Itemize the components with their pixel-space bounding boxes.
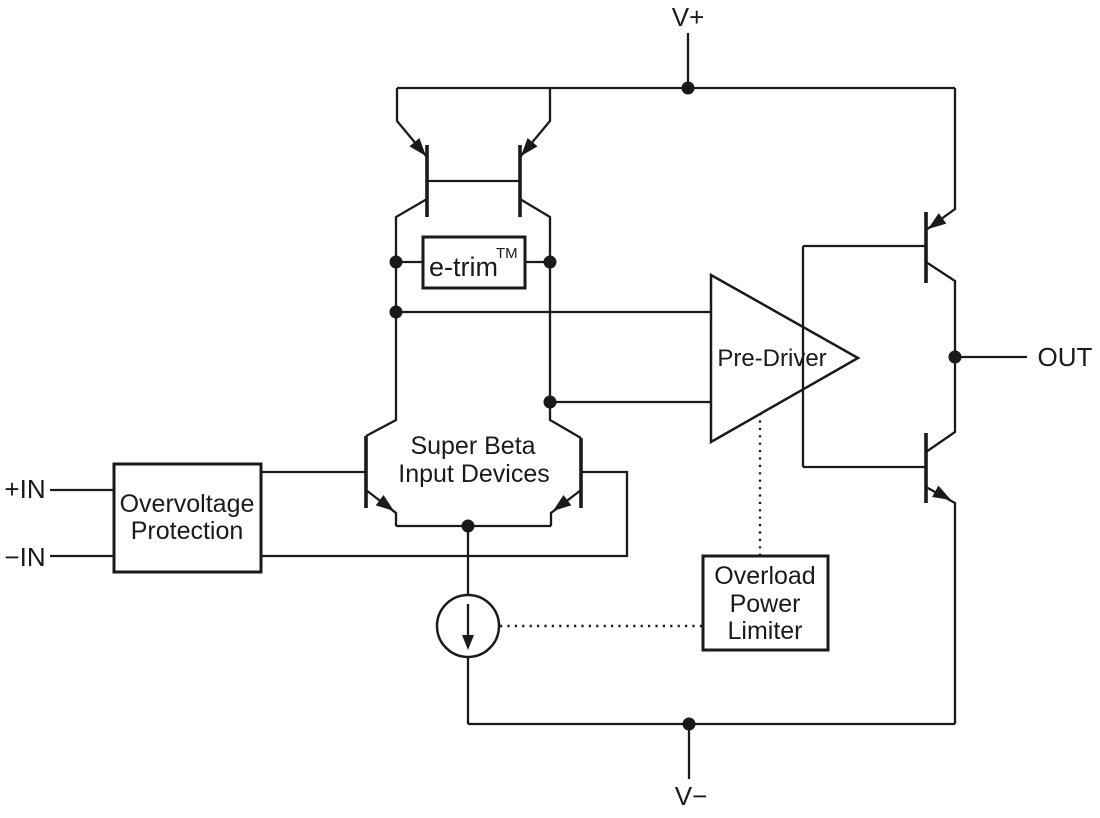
wire-ovp-to-right-base (261, 470, 629, 558)
e-trim-box (421, 235, 527, 290)
wire-input-left-emitter (365, 489, 398, 526)
wire-input-right-emitter (549, 489, 582, 526)
junction-vminus (682, 717, 696, 731)
junction-etrim-left (389, 255, 403, 269)
emitter-arrowheads (375, 138, 951, 511)
overvoltage-protection-line1: Overvoltage (120, 490, 255, 518)
wire-output-top-emitter (925, 88, 957, 231)
current-source-arrow-icon (462, 635, 474, 650)
e-trim-label: e-trim (429, 252, 498, 282)
wire-mirror-right-collector-branch (519, 198, 582, 439)
arrow-mirror-right-icon (521, 138, 538, 156)
overload-power-limiter-line1: Overload (714, 562, 815, 590)
overload-power-limiter-box (701, 554, 830, 652)
junction-out (948, 350, 962, 364)
super-beta-line1: Super Beta (410, 432, 535, 460)
overvoltage-protection-line2: Protection (131, 517, 244, 545)
current-source-symbol (435, 593, 501, 659)
arrow-input-right-icon (553, 494, 572, 511)
out-label: OUT (1038, 342, 1093, 372)
wire-output-bottom-emitter (925, 485, 957, 724)
arrow-output-bottom-icon (932, 485, 951, 500)
transistor-bars (364, 145, 928, 508)
pre-driver-label: Pre-Driver (717, 345, 826, 372)
e-trim-trademark: TM (496, 245, 518, 262)
arrow-output-top-icon (928, 213, 947, 229)
arrow-mirror-left-icon (409, 138, 426, 156)
junction-dots (389, 81, 962, 731)
overload-power-limiter-line3: Limiter (727, 617, 802, 645)
junction-predriver-top (389, 305, 403, 319)
junction-tail (461, 519, 475, 533)
in-minus-label: −IN (4, 542, 45, 572)
pre-driver-triangle (709, 272, 861, 445)
junction-etrim-right (543, 255, 557, 269)
vplus-label: V+ (672, 2, 705, 32)
vminus-label: V− (675, 781, 708, 811)
junction-predriver-bottom (543, 395, 557, 409)
in-plus-label: +IN (4, 474, 45, 504)
overvoltage-protection-box (112, 462, 263, 574)
overload-power-limiter-line2: Power (730, 590, 801, 618)
arrow-input-left-icon (375, 494, 394, 511)
super-beta-line2: Input Devices (398, 460, 549, 488)
wire-network (50, 33, 1027, 779)
junction-vplus (681, 81, 695, 95)
